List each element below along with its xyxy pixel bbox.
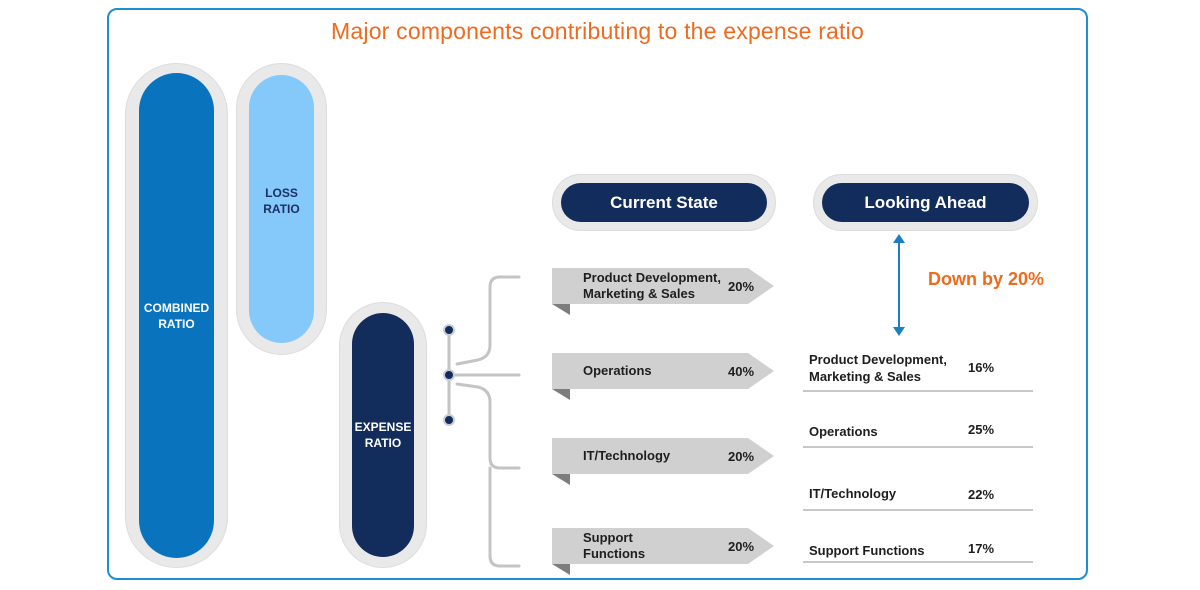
ahead-row-it: IT/Technology 22%: [803, 483, 1033, 511]
tag-arrow-shape: [552, 268, 774, 304]
tag-fold-shape: [552, 474, 570, 485]
looking-ahead-header: Looking Ahead: [822, 183, 1029, 222]
change-prefix: Down by: [928, 269, 1008, 289]
ahead-row-percent: 16%: [968, 360, 995, 375]
combined-ratio-label: COMBINED RATIO: [143, 300, 210, 331]
combined-ratio-pill: COMBINED RATIO: [139, 73, 214, 558]
double-arrow-icon: [893, 234, 905, 336]
ahead-row-label: Product Development, Marketing & Sales: [809, 352, 947, 384]
tag-arrow-shape: [552, 438, 774, 474]
expense-ratio-label: EXPENSE RATIO: [354, 420, 412, 450]
current-item-label: Operations: [583, 363, 652, 378]
ahead-row-percent: 17%: [968, 541, 995, 556]
change-indicator: Down by 20%: [928, 269, 1044, 290]
bracket-dot-middle: [443, 369, 455, 381]
tag-fold-shape: [552, 564, 570, 575]
bracket-dot-top: [443, 324, 455, 336]
ahead-row-label: Operations: [809, 424, 878, 439]
looking-ahead-header-outline: Looking Ahead: [813, 174, 1038, 231]
ahead-row-label: Support Functions: [809, 543, 925, 558]
current-item-percent: 20%: [728, 278, 755, 294]
current-item-label: Support Functions: [583, 530, 646, 561]
tag-fold-shape: [552, 304, 570, 315]
ahead-row-label: IT/Technology: [809, 486, 897, 501]
loss-ratio-pill: LOSS RATIO: [249, 75, 314, 343]
current-state-header: Current State: [561, 183, 767, 222]
tag-fold-shape: [552, 389, 570, 400]
current-item-percent: 40%: [728, 363, 755, 379]
diagram-title: Major components contributing to the exp…: [331, 18, 864, 44]
loss-ratio-label: LOSS RATIO: [263, 186, 300, 216]
ahead-row-product: Product Development, Marketing & Sales 1…: [803, 348, 1033, 392]
current-item-percent: 20%: [728, 448, 755, 464]
tag-arrow-shape: [552, 528, 774, 564]
diagram-frame: [107, 8, 1088, 580]
current-item-percent: 20%: [728, 538, 755, 554]
ahead-row-support: Support Functions 17%: [803, 540, 1033, 563]
current-item-label: Product Development, Marketing & Sales: [583, 270, 721, 301]
current-state-header-outline: Current State: [552, 174, 776, 231]
expense-ratio-pill: EXPENSE RATIO: [352, 313, 414, 557]
change-value: 20%: [1008, 269, 1045, 289]
ahead-row-percent: 25%: [968, 422, 995, 437]
bracket-dot-bottom: [443, 414, 455, 426]
ahead-row-operations: Operations 25%: [803, 420, 1033, 448]
current-item-label: IT/Technology: [583, 448, 671, 463]
tag-arrow-shape: [552, 353, 774, 389]
ahead-row-percent: 22%: [968, 487, 995, 502]
